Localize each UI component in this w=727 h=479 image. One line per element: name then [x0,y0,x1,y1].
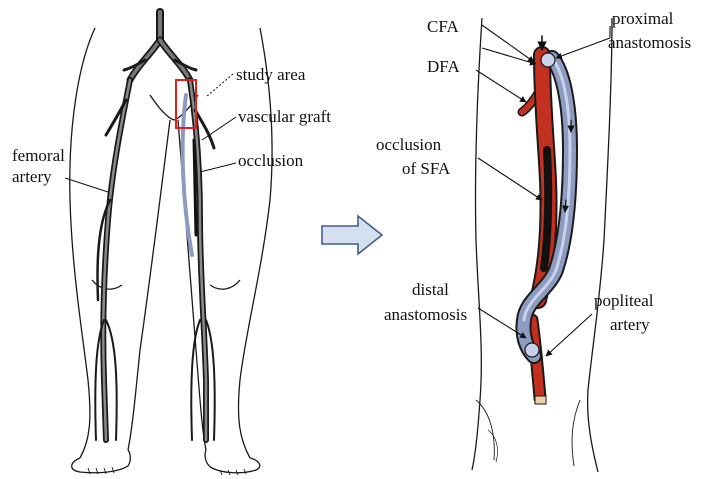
label-vascular-graft: vascular graft [238,107,331,126]
label-anastomosis-bottom: anastomosis [384,305,467,324]
label-study-area: study area [236,65,306,84]
right-vessels [522,36,571,404]
transition-arrow [322,216,382,254]
left-leader-lines [65,74,236,192]
label-proximal: proximal [612,9,674,28]
label-artery-left: artery [12,167,52,186]
label-cfa: CFA [427,17,460,36]
label-occlusion-left: occlusion [238,151,304,170]
label-popliteal: popliteal [594,291,654,310]
label-dfa: DFA [427,57,460,76]
label-femoral: femoral [12,146,65,165]
left-legs-illustration [70,28,272,475]
label-occlusion-right: occlusion [376,135,442,154]
label-of-sfa: of SFA [402,159,451,178]
label-distal: distal [412,280,449,299]
label-anastomosis-top: anastomosis [608,33,691,52]
label-artery-right: artery [610,315,650,334]
left-arterial-tree [95,12,214,440]
